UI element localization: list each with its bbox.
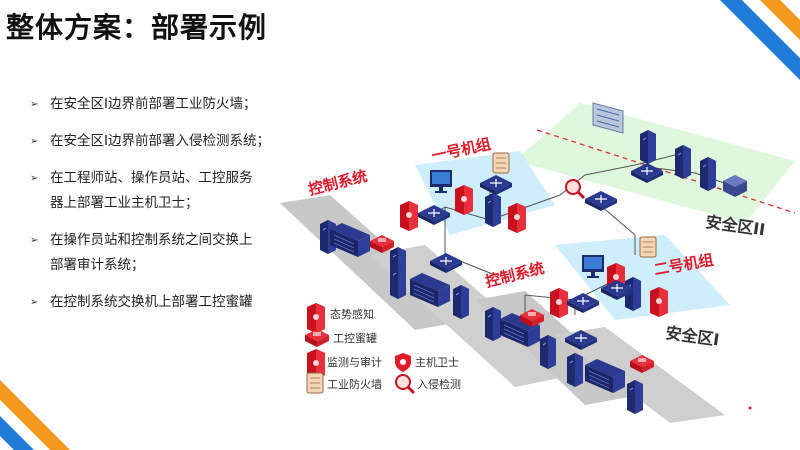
control4-server [626, 379, 644, 415]
decorative-dot [748, 406, 752, 410]
corner-stripes-top-right [720, 0, 800, 80]
bullet-item: ➢ 在控制系统交换机上部署工控蜜罐 [30, 290, 295, 315]
zone-ii-server [674, 144, 692, 180]
control2-server [389, 264, 407, 300]
control3-switch [566, 292, 600, 314]
bullet-item: ➢ 在操作员站和控制系统之间交换上 [30, 228, 295, 253]
group1-firewall-icon [492, 152, 510, 174]
honeypot-icon [305, 329, 329, 347]
bullet-arrow-icon: ➢ [30, 99, 39, 110]
group2-situational-awareness [650, 287, 668, 317]
situational-awareness-icon [307, 303, 325, 333]
legend-firewall: 工业防火墙 [327, 377, 382, 391]
bullet-arrow-icon: ➢ [30, 173, 39, 184]
bullet-arrow-icon: ➢ [30, 235, 39, 246]
ids-icon [394, 373, 416, 395]
firewall-icon [306, 372, 324, 394]
control2-server [452, 284, 470, 320]
bullet-item-continuation: 部署审计系统； [30, 253, 295, 278]
zone-ii-server [639, 129, 657, 165]
page-title: 整体方案：部署示例 [6, 11, 268, 44]
group2-firewall-icon [639, 236, 657, 258]
bullet-list: ➢ 在安全区I边界前部署工业防火墙； ➢ 在安全区I边界前部署入侵检测系统； ➢ 在工… [30, 92, 295, 327]
legend-situational: 态势感知 [330, 307, 374, 321]
control3-server [484, 306, 502, 342]
bullet-item: ➢ 在工程师站、操作员站、工控服务 [30, 166, 295, 191]
bullet-item-continuation: 器上部署工业主机卫士； [30, 191, 295, 216]
bullet-text: 器上部署工业主机卫士； [50, 195, 199, 211]
bullet-item: ➢ 在安全区I边界前部署入侵检测系统； [30, 129, 295, 154]
control3-server [539, 334, 557, 370]
legend-host-guard: 主机卫士 [415, 355, 459, 369]
legend-ids: 入侵检测 [417, 377, 461, 391]
zone-ii-panel [592, 102, 624, 134]
legend: 态势感知 工控蜜罐 监测与审计 主机卫士 工业防火墙 入侵检测 [305, 303, 461, 395]
zone-i-label: 安全区I [664, 323, 720, 349]
zone-ii-label: 安全区II [704, 212, 766, 239]
legend-audit: 监测与审计 [327, 355, 382, 369]
bullet-text: 在操作员站和控制系统之间交换上 [50, 232, 253, 248]
control1-label: 控制系统 [307, 167, 370, 199]
zone-ii-area [515, 103, 795, 223]
bullet-arrow-icon: ➢ [30, 297, 39, 308]
audit-device-2 [550, 288, 568, 318]
bullet-text: 在控制系统交换机上部署工控蜜罐 [50, 294, 253, 310]
zone-ii-server [699, 156, 717, 192]
group1-server [484, 192, 502, 228]
corner-stripes-bottom-left [0, 380, 70, 450]
group1-host-guard [455, 185, 473, 215]
legend-honeypot: 工控蜜罐 [333, 331, 377, 345]
bullet-text: 在安全区I边界前部署工业防火墙； [50, 96, 257, 112]
zone-boundary-line [536, 129, 796, 214]
bullet-arrow-icon: ➢ [30, 136, 39, 147]
ids-device-icon [564, 178, 586, 200]
bullet-text: 部署审计系统； [50, 257, 145, 273]
control4-server [566, 352, 584, 388]
deployment-diagram: 一号机组 控制系统 控制系统 二号机组 安全区II 安全区I 态势感知 工控蜜罐… [280, 102, 796, 423]
control-floor-4 [555, 327, 725, 423]
group1-situational-awareness [508, 203, 526, 233]
audit-device-1 [400, 201, 418, 231]
bullet-text: 在安全区I边界前部署入侵检测系统； [50, 133, 270, 149]
bullet-text: 在工程师站、操作员站、工控服务 [50, 170, 253, 186]
bullet-item: ➢ 在安全区I边界前部署工业防火墙； [30, 92, 295, 117]
core-switch [584, 190, 618, 212]
control2-label: 控制系统 [484, 259, 547, 291]
host-guard-icon [395, 353, 411, 372]
zone-ii-printer [723, 175, 747, 197]
